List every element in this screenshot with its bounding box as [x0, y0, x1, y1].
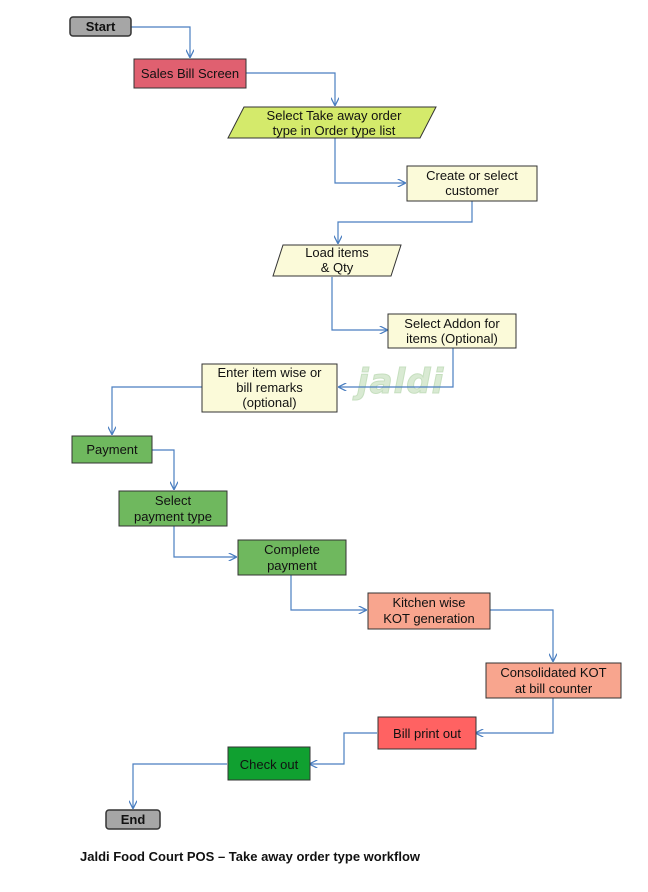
remarks-line-3: (optional): [242, 395, 296, 410]
remarks-step: Enter item wise or bill remarks (optiona…: [201, 363, 338, 413]
checkout-shape: [227, 746, 311, 781]
connector-bill-print-to-checkout: [310, 732, 377, 764]
connector-addon-to-remarks: [339, 348, 454, 387]
sales-bill-shape: [133, 58, 247, 89]
remarks-shape: [201, 363, 338, 413]
end-shape: [105, 809, 161, 830]
sales-bill-label: Sales Bill Screen: [141, 66, 239, 81]
customer-line-1: Create or select: [426, 168, 518, 183]
connector-sales-bill-to-order-type: [246, 72, 335, 105]
consolidated-kot-line-2: at bill counter: [515, 681, 593, 696]
connector-order-type-to-customer: [334, 138, 405, 183]
connector-payment-type-to-complete: [173, 526, 236, 557]
start-terminal: Start: [69, 16, 132, 37]
payment-step: Payment: [71, 435, 153, 464]
kot-generation-step: Kitchen wise KOT generation: [367, 592, 491, 630]
payment-shape: [71, 435, 153, 464]
connector-remarks-to-payment: [112, 386, 202, 434]
load-items-line-1: Load items: [305, 245, 369, 260]
payment-label: Payment: [86, 442, 138, 457]
addon-line-1: Select Addon for: [404, 316, 500, 331]
complete-payment-shape: [237, 539, 347, 576]
checkout-step: Check out: [227, 746, 311, 781]
kot-shape: [367, 592, 491, 630]
kot-line-1: Kitchen wise: [393, 595, 466, 610]
payment-type-shape: [118, 490, 228, 527]
complete-payment-line-2: payment: [267, 558, 317, 573]
payment-type-line-2: payment type: [134, 509, 212, 524]
start-shape: [69, 16, 132, 37]
connector-customer-to-load-items: [338, 201, 473, 243]
customer-line-2: customer: [445, 183, 499, 198]
connector-checkout-to-end: [133, 763, 227, 808]
end-label: End: [121, 812, 146, 827]
addon-shape: [387, 313, 517, 349]
bill-print-shape: [377, 716, 477, 750]
kot-line-2: KOT generation: [383, 611, 475, 626]
load-items-step: Load items & Qty: [272, 244, 402, 277]
connector-complete-to-kot: [290, 575, 366, 610]
addon-line-2: items (Optional): [406, 331, 498, 346]
payment-type-step: Select payment type: [118, 490, 228, 527]
load-items-shape: [272, 244, 402, 277]
complete-payment-line-1: Complete: [264, 542, 320, 557]
complete-payment-step: Complete payment: [237, 539, 347, 576]
remarks-line-2: bill remarks: [236, 380, 303, 395]
customer-step: Create or select customer: [406, 165, 538, 202]
load-items-line-2: & Qty: [321, 260, 354, 275]
bill-print-label: Bill print out: [393, 726, 461, 741]
select-order-type-step: Select Take away order type in Order typ…: [227, 106, 437, 139]
connector-start-to-sales-bill: [131, 26, 190, 57]
consolidated-kot-shape: [485, 662, 622, 699]
jaldi-watermark-logo: jaldi: [356, 362, 445, 403]
start-label: Start: [86, 19, 116, 34]
select-order-type-line-2: type in Order type list: [273, 123, 396, 138]
diagram-caption: Jaldi Food Court POS – Take away order t…: [80, 849, 420, 864]
select-order-type-line-1: Select Take away order: [267, 108, 403, 123]
bill-print-step: Bill print out: [377, 716, 477, 750]
connector-load-items-to-addon: [331, 277, 387, 330]
addon-step: Select Addon for items (Optional): [387, 313, 517, 349]
consolidated-kot-step: Consolidated KOT at bill counter: [485, 662, 622, 699]
select-order-type-shape: [227, 106, 437, 139]
payment-type-line-1: Select: [155, 493, 192, 508]
sales-bill-screen-step: Sales Bill Screen: [133, 58, 247, 89]
checkout-label: Check out: [240, 757, 299, 772]
consolidated-kot-line-1: Consolidated KOT: [500, 665, 606, 680]
connector-consolidated-to-bill-print: [476, 698, 554, 733]
customer-shape: [406, 165, 538, 202]
connector-kot-to-consolidated: [490, 609, 553, 661]
connector-payment-to-payment-type: [152, 449, 174, 489]
end-terminal: End: [105, 809, 161, 830]
remarks-line-1: Enter item wise or: [217, 365, 322, 380]
